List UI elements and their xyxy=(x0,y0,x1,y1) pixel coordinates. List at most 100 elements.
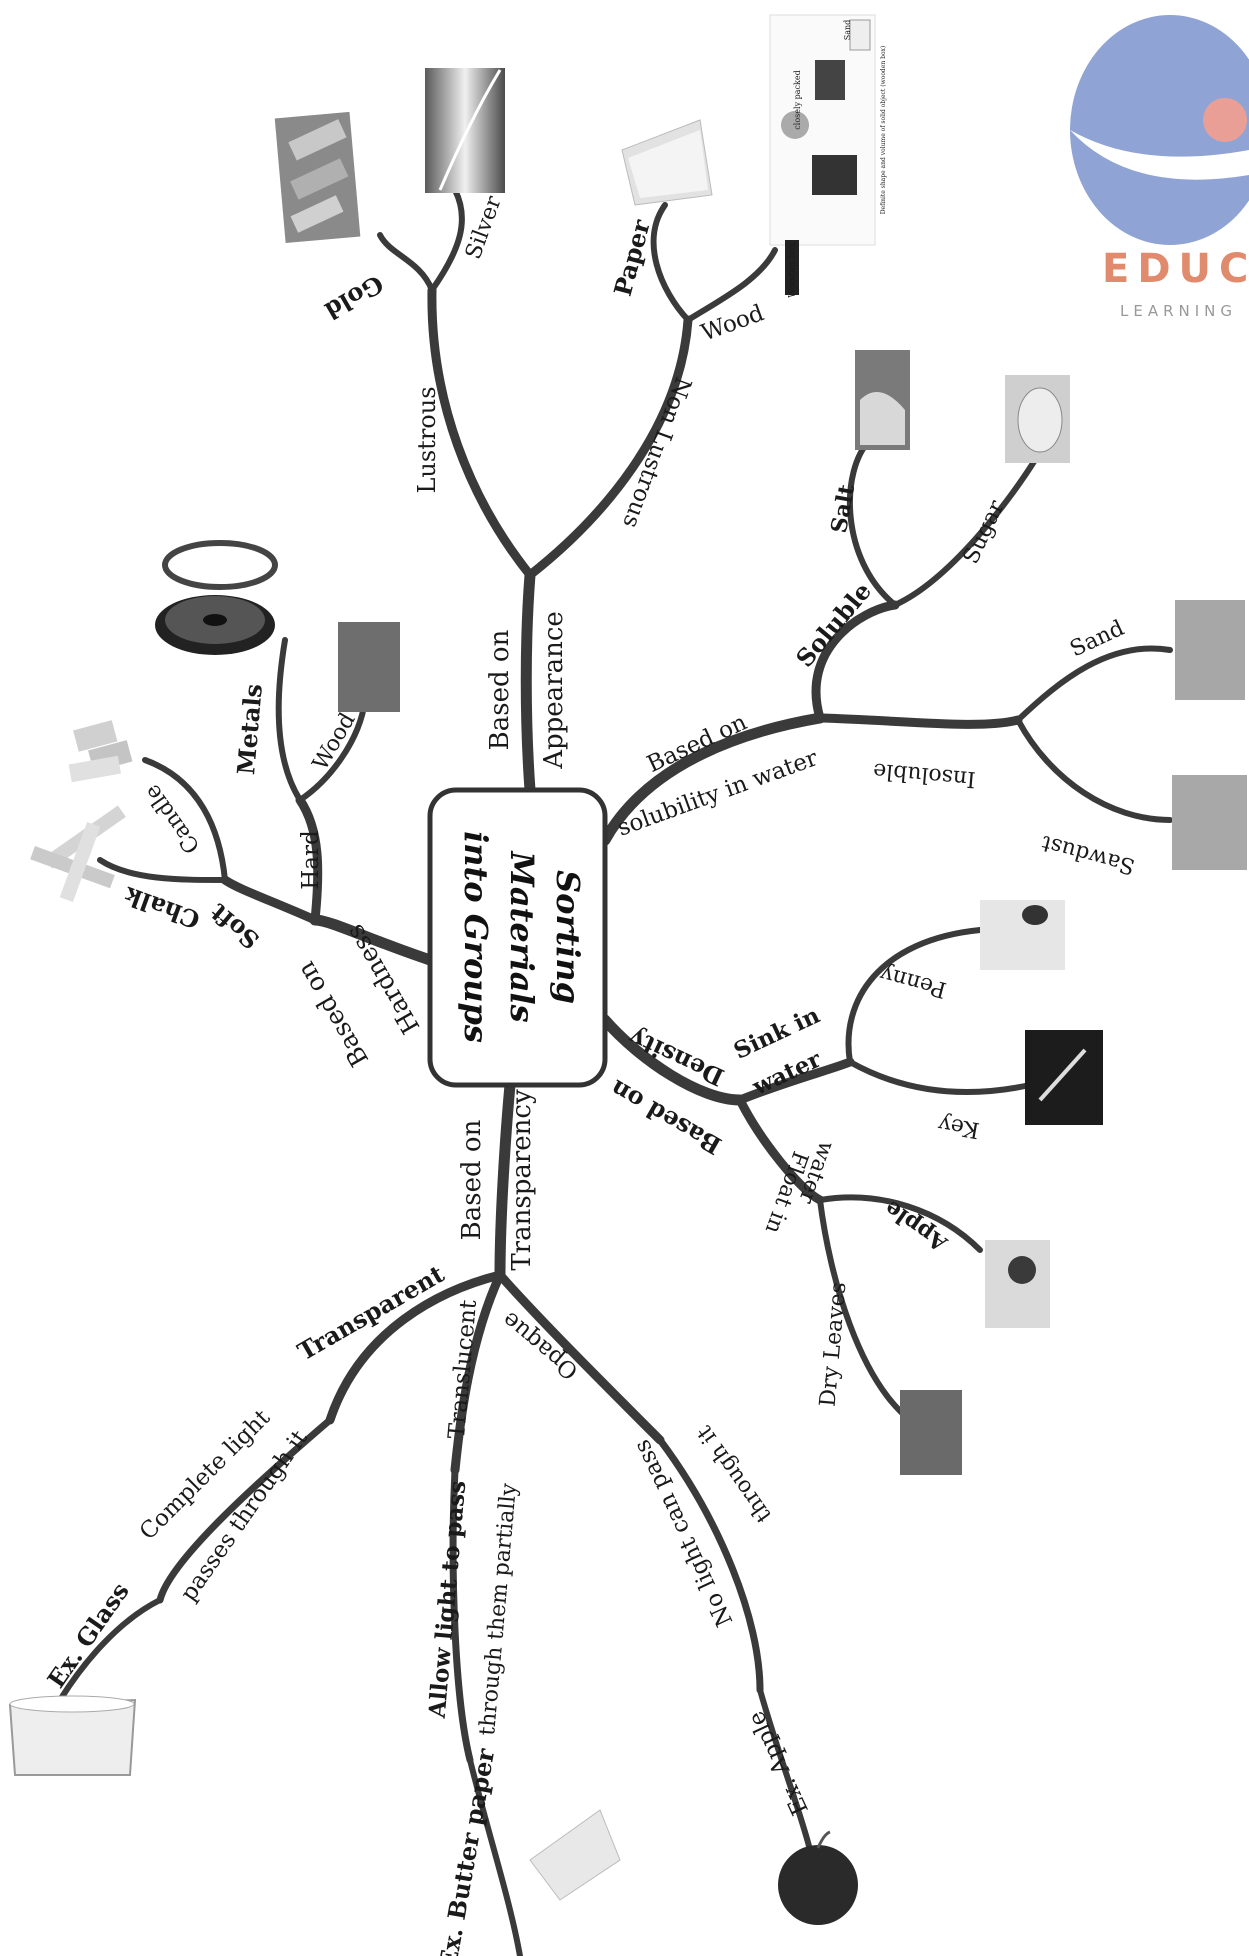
branch-dry-leaves xyxy=(817,1197,913,1423)
sawdust-image xyxy=(1172,775,1247,870)
silver-label: Silver xyxy=(461,192,507,262)
branch-transparent-desc xyxy=(156,1416,334,1604)
wood-hardness-image xyxy=(338,622,400,712)
apple-density-image xyxy=(985,1240,1050,1328)
branch-density xyxy=(599,1014,746,1106)
hard-label: Hard xyxy=(298,830,324,890)
wooden-box-caption: Wooden box xyxy=(788,242,798,297)
branch-non-lustrous xyxy=(525,315,693,580)
branch-solubility xyxy=(599,712,826,846)
branch-translucent-desc xyxy=(449,1466,474,1764)
center-line-2: Materials xyxy=(503,850,541,1022)
ex-apple-label: Ex. Apple xyxy=(743,1707,814,1819)
sugar-image xyxy=(1005,375,1070,463)
illustrations: Wooden box closely packed Sand Definite … xyxy=(8,14,1247,1925)
appearance-label-a: Based on xyxy=(485,629,515,750)
translucent-desc-a: Allow light to pass xyxy=(424,1480,472,1721)
butter-paper-image xyxy=(529,1809,621,1901)
branch-soft xyxy=(220,875,320,925)
penny-label: Penny xyxy=(877,960,949,1002)
paper-label: Paper xyxy=(608,216,656,299)
definite-caption: Definite shape and volume of solid objec… xyxy=(880,46,887,215)
branch-transparency xyxy=(494,1079,516,1281)
branch-candle xyxy=(142,757,228,883)
branch-opaque-desc xyxy=(656,1436,764,1694)
branch-float xyxy=(735,1095,825,1205)
center-box xyxy=(427,787,608,1088)
glass-image xyxy=(8,1695,137,1776)
branch-hardness xyxy=(309,914,436,966)
branch-chalk xyxy=(97,857,228,883)
sawdust-label: Sawdust xyxy=(1039,830,1138,879)
branches xyxy=(57,187,1173,1956)
metals-label: Metals xyxy=(231,683,268,776)
logo-tagline: LEARNING xyxy=(1120,302,1237,320)
ex-butter-label: Ex. Butter paper xyxy=(433,1746,500,1956)
soluble-label: Soluble xyxy=(790,577,877,673)
logo-brand: EDUC xyxy=(1102,246,1249,292)
branch-penny xyxy=(845,927,983,1065)
non-lustrous-label: Non Lustrous xyxy=(617,373,696,531)
sugar-label: Sugar xyxy=(959,496,1010,568)
branch-silver xyxy=(429,187,465,293)
branch-paper xyxy=(650,202,691,323)
ex-glass-label: Ex. Glass xyxy=(41,1577,134,1693)
paper-image xyxy=(621,119,713,206)
insoluble-label: Insoluble xyxy=(872,758,977,792)
center-line-3: into Groups xyxy=(457,831,495,1043)
logo: EDUC LEARNING xyxy=(1070,15,1249,320)
center-line-1: Sorting xyxy=(549,870,587,1004)
branch-translucent xyxy=(450,1270,505,1475)
wooden-box-image xyxy=(769,14,876,295)
key-label: Key xyxy=(936,1110,982,1142)
logo-dot xyxy=(1203,98,1247,142)
transparent-desc-a: Complete light xyxy=(135,1404,276,1545)
lustrous-label: Lustrous xyxy=(413,386,441,493)
branch-butter xyxy=(467,1757,523,1956)
branch-apple-density xyxy=(817,1194,983,1253)
gold-label: Gold xyxy=(320,269,389,325)
translucent-label: Translucent xyxy=(444,1298,482,1440)
branch-gold xyxy=(377,232,435,293)
silver-image xyxy=(425,68,505,193)
branch-key xyxy=(847,1059,1033,1095)
branch-salt xyxy=(847,437,898,608)
branch-hard xyxy=(295,795,323,925)
branch-sand xyxy=(1015,645,1173,723)
apple-density-label: Apple xyxy=(880,1195,953,1257)
appearance-label-b: Appearance xyxy=(539,611,569,770)
branch-sawdust xyxy=(1015,717,1173,823)
chalk-label: Chalk xyxy=(119,881,203,935)
branch-metals xyxy=(275,637,303,803)
salt-label: Salt xyxy=(826,482,860,535)
candle-image xyxy=(68,720,133,783)
chalk-image xyxy=(30,805,126,902)
penny-image xyxy=(980,900,1065,970)
dry-leaves-image xyxy=(900,1390,962,1475)
metals-image xyxy=(155,540,278,655)
sand-caption: Sand xyxy=(843,20,852,41)
hardness-label-a: Based on xyxy=(291,957,374,1072)
branch-glass xyxy=(57,1597,163,1703)
branch-sugar xyxy=(892,457,1038,608)
branch-opaque xyxy=(495,1270,665,1445)
logo-swoosh xyxy=(1070,130,1249,180)
transparency-label-b: Transparency xyxy=(507,1089,537,1271)
logo-circle xyxy=(1070,15,1249,245)
center-node: Sorting Materials into Groups xyxy=(427,787,608,1088)
branch-insoluble xyxy=(815,713,1023,729)
translucent-desc-b: through them partially xyxy=(475,1482,522,1737)
candle-label: Candle xyxy=(140,780,205,858)
sand-image xyxy=(1175,600,1245,700)
branch-wood-appearance xyxy=(685,247,778,323)
dry-leaves-label: Dry Leaves xyxy=(816,1281,852,1408)
gold-image xyxy=(274,111,361,243)
branch-wood-hardness xyxy=(297,697,368,803)
branch-appearance xyxy=(520,569,536,796)
branch-transparent xyxy=(325,1270,505,1425)
branch-sink xyxy=(735,1057,855,1105)
transparency-label-a: Based on xyxy=(457,1119,487,1240)
soft-label: Soft xyxy=(204,898,265,955)
branch-soluble xyxy=(811,600,900,723)
